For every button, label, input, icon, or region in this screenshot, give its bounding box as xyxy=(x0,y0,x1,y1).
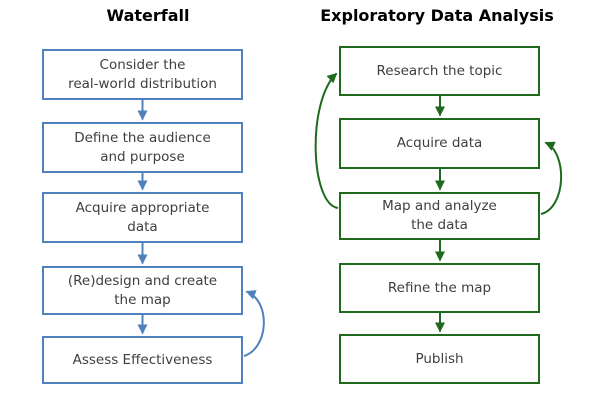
eda-step-label: Acquire data xyxy=(396,135,483,151)
wf-step-box-redesign-map: (Re)design and create the map xyxy=(42,266,243,315)
eda-step-box-research-topic: Research the topic xyxy=(339,46,540,96)
waterfall-title: Waterfall xyxy=(106,6,190,25)
wf-step-box-acquire-data: Acquire appropriate data xyxy=(42,192,243,243)
eda-step-label: Map and analyze the data xyxy=(382,198,497,233)
wf-step-label: (Re)design and create the map xyxy=(67,272,218,308)
wf-step-label: Acquire appropriate data xyxy=(75,199,210,235)
eda-feedback-arrow-to-acquire xyxy=(540,141,563,215)
eda-step-box-acquire-data: Acquire data xyxy=(339,118,540,169)
eda-step-label: Research the topic xyxy=(376,62,503,79)
wf-step-box-consider-distribution: Consider the real-world distribution xyxy=(42,49,243,100)
eda-title: Exploratory Data Analysis xyxy=(320,6,554,25)
wf-step-box-define-audience: Define the audience and purpose xyxy=(42,122,243,173)
eda-step-box-publish: Publish xyxy=(339,334,540,384)
eda-step-box-map-analyze: Map and analyze the data xyxy=(339,192,540,240)
wf-step-label: Consider the real-world distribution xyxy=(68,56,217,92)
wf-step-label: Assess Effectiveness xyxy=(72,351,213,368)
wf-feedback-arrow xyxy=(243,290,265,357)
wf-step-label: Define the audience and purpose xyxy=(74,129,211,165)
eda-feedback-arrow-to-research xyxy=(314,72,339,209)
eda-step-label: Publish xyxy=(415,350,464,367)
eda-step-box-refine-map: Refine the map xyxy=(339,263,540,313)
wf-step-box-assess-effectiveness: Assess Effectiveness xyxy=(42,336,243,384)
eda-step-label: Refine the map xyxy=(387,279,492,296)
